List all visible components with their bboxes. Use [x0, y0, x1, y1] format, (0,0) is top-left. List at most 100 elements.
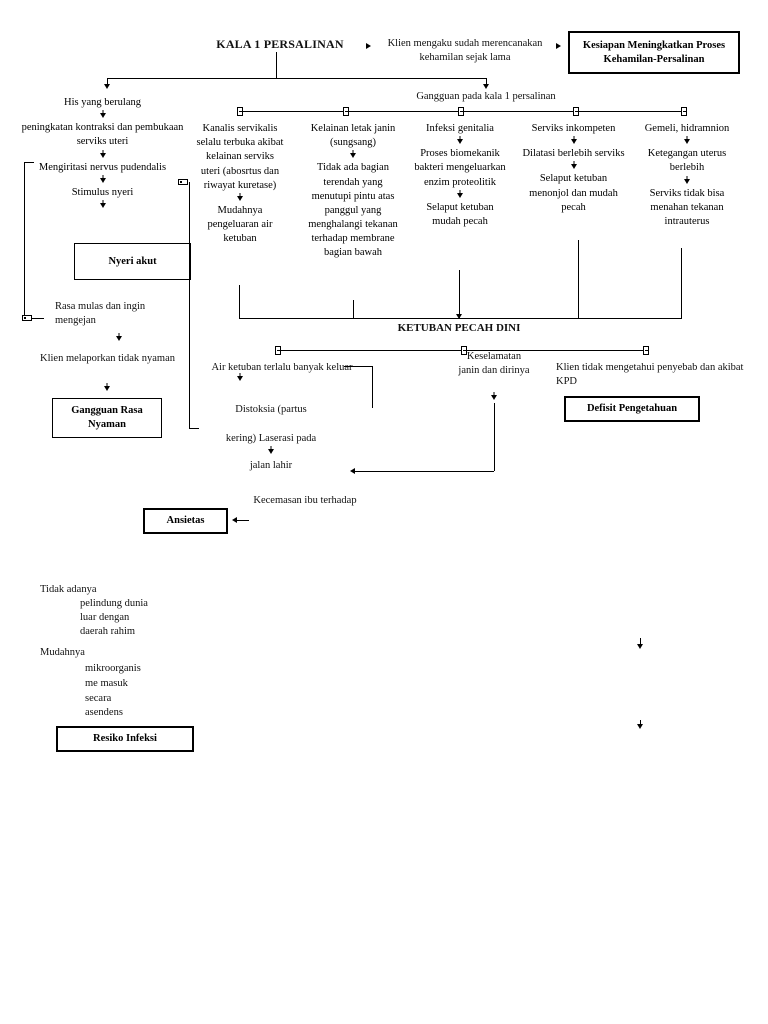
- keselamatan-loop-vertical: [494, 403, 495, 471]
- resiko-infeksi-box: Resiko Infeksi: [56, 726, 194, 752]
- arrow-pain-1-2: [20, 110, 185, 121]
- connector-split-left-drop: [107, 78, 108, 86]
- arrow-infeksi-2-3: [412, 189, 508, 201]
- stray-arrow-upper-stem: [640, 638, 641, 645]
- kpd-handle-2: [461, 346, 467, 355]
- distoksia-line-2: kering) Laserasi pada: [225, 433, 317, 444]
- col-handle-3: [458, 107, 464, 116]
- ansietas-box: Ansietas: [143, 508, 228, 534]
- bracket-col1-bottom: [189, 428, 199, 429]
- root-title: KALA 1 PERSALINAN: [216, 37, 344, 51]
- column-serviks-inkompeten: Serviks inkompeten Dilatasi berlebih ser…: [521, 122, 626, 215]
- infeksi-line2-body-1: mikroorganis: [85, 663, 141, 674]
- kpd-outcome-keselamatan: Keselamatan janin dan dirinya: [458, 351, 530, 377]
- arrow-serviks-2-3: [521, 161, 626, 172]
- gemeli-step-3: Serviks tidak bisa menahan tekanan intra…: [649, 187, 725, 227]
- connector-kecemasan-ansietas: [237, 520, 249, 521]
- pain-step-4: Stimulus nyeri: [71, 186, 134, 198]
- col-handle-4: [573, 107, 579, 116]
- rasa-mulas-text: Rasa mulas dan ingin mengejan: [55, 301, 146, 327]
- letak-janin-step-2: Tidak ada bagian terendah yang menutupi …: [308, 162, 398, 259]
- kanalis-step-2: Mudahnya pengeluaran air ketuban: [207, 204, 273, 245]
- arrow-infeksi-1-2: [412, 136, 508, 147]
- pain-step-2: peningkatan kontraksi dan pembukaan serv…: [21, 122, 184, 148]
- infeksi-line1-body-2: luar dengan: [80, 612, 130, 623]
- arrow-airketuban-to-distoksia: [210, 373, 270, 384]
- arrow-to-gangguan: [483, 84, 489, 89]
- bracket-left-top: [24, 162, 34, 163]
- klien-melaporkan-text: Klien melaporkan tidak nyaman: [40, 353, 175, 364]
- serviks-step-1: Serviks inkompeten: [531, 123, 616, 134]
- col3-drop: [459, 270, 460, 318]
- col-handle-5: [681, 107, 687, 116]
- kpd-handle-3: [643, 346, 649, 355]
- infeksi-step-2: Proses biomekanik bakteri mengeluarkan e…: [414, 148, 506, 188]
- arrow-statement-to-readiness: [556, 43, 561, 49]
- infeksi-step-3: Selaput ketuban mudah pecah: [426, 201, 494, 227]
- kpd-handle-1: [275, 346, 281, 355]
- col2-drop: [353, 300, 354, 318]
- arrow-keselamatan-down: [456, 392, 532, 403]
- bracket-left-vertical: [24, 162, 25, 318]
- infeksi-line2-body-4: asendens: [85, 707, 123, 718]
- column-infeksi-genitalia: Infeksi genitalia Proses biomekanik bakt…: [412, 122, 508, 229]
- stray-arrow-upper: [637, 644, 643, 649]
- bracket-col1-vertical: [189, 182, 190, 428]
- arrow-root-to-statement: [366, 43, 371, 49]
- kecemasan-text: Kecemasan ibu terhadap: [253, 495, 357, 506]
- arrow-melaporkan-to-comfort: [52, 383, 162, 394]
- column-kanalis: Kanalis servikalis selalu terbuka akibat…: [196, 122, 284, 246]
- infeksi-line1-body-3: daerah rahim: [80, 626, 136, 637]
- arrow-to-his-berulang: [104, 84, 110, 89]
- arrow-pain-4-box: [20, 199, 185, 211]
- arrow-pain-3-4: [20, 174, 185, 186]
- arrow-gemeli-2-3: [634, 175, 740, 187]
- nyeri-akut-box: Nyeri akut: [74, 243, 191, 280]
- infeksi-step-1: Infeksi genitalia: [426, 123, 494, 134]
- pain-step-3: Mengiritasi nervus pudendalis: [38, 161, 167, 173]
- arrow-serviks-1-2: [521, 136, 626, 147]
- arrow-pain-2-3: [20, 149, 185, 161]
- arrow-mulas-to-melaporkan: [64, 333, 174, 344]
- col5-drop: [681, 248, 682, 318]
- col-handle-1: [237, 107, 243, 116]
- gangguan-rasa-nyaman-box: Gangguan Rasa Nyaman: [52, 398, 162, 438]
- serviks-step-3: Selaput ketuban menonjol dan mudah pecah: [529, 173, 618, 213]
- disturbance-label: Gangguan pada kala 1 persalinan: [416, 91, 556, 102]
- stray-arrow-lower-stem: [640, 720, 641, 725]
- bracket-left-handle: [22, 315, 32, 321]
- gemeli-step-1: Gemeli, hidramnion: [644, 123, 730, 134]
- infeksi-line2-body-2: me masuk: [85, 678, 128, 689]
- column-letak-janin: Kelainan letak janin (sungsang) Tidak ad…: [303, 122, 403, 261]
- arrow-to-kpd: [456, 314, 462, 319]
- distoksia-line-3: jalan lahir: [249, 460, 293, 471]
- arrow-laserasi-to-jalan-lahir: [212, 446, 330, 457]
- client-statement: Klien mengaku sudah merencanakan kehamil…: [387, 38, 543, 64]
- airketuban-bracket-top: [344, 366, 373, 367]
- infeksi-line2-head: Mudahnya: [40, 647, 85, 658]
- kpd-label: KETUBAN PECAH DINI: [397, 322, 521, 334]
- airketuban-bracket-vertical: [372, 366, 373, 408]
- pain-step-1: His yang berulang: [64, 97, 141, 108]
- col4-drop: [578, 240, 579, 318]
- pain-branch-stack: His yang berulang peningkatan kontraksi …: [20, 96, 185, 211]
- kpd-outcome-air-ketuban: Air ketuban terlalu banyak keluar: [211, 362, 353, 373]
- serviks-step-2: Dilatasi berlebih serviks: [522, 148, 625, 160]
- arrow-kanalis-1-2: [196, 192, 284, 204]
- column-gemeli: Gemeli, hidramnion Ketegangan uterus ber…: [634, 122, 740, 229]
- defisit-pengetahuan-box: Defisit Pengetahuan: [564, 396, 700, 422]
- kpd-outcome-klien-tidak-tahu: Klien tidak mengetahui penyebab dan akib…: [556, 362, 744, 388]
- infeksi-line2-body-3: secara: [85, 693, 112, 704]
- kanalis-step-1: Kanalis servikalis selalu terbuka akibat…: [196, 123, 284, 191]
- letak-janin-step-1: Kelainan letak janin (sungsang): [310, 123, 396, 149]
- bracket-left-bottom: [32, 318, 44, 319]
- arrow-letak-1-2: [303, 150, 403, 161]
- stray-arrow-lower: [637, 724, 643, 729]
- infeksi-line1-head: Tidak adanya: [40, 584, 97, 595]
- keselamatan-loop-horizontal: [355, 471, 494, 472]
- infeksi-line1-body-1: pelindung dunia: [80, 598, 148, 609]
- arrow-gemeli-1-2: [634, 136, 740, 147]
- col-handle-2: [343, 107, 349, 116]
- connector-root-down: [276, 52, 277, 78]
